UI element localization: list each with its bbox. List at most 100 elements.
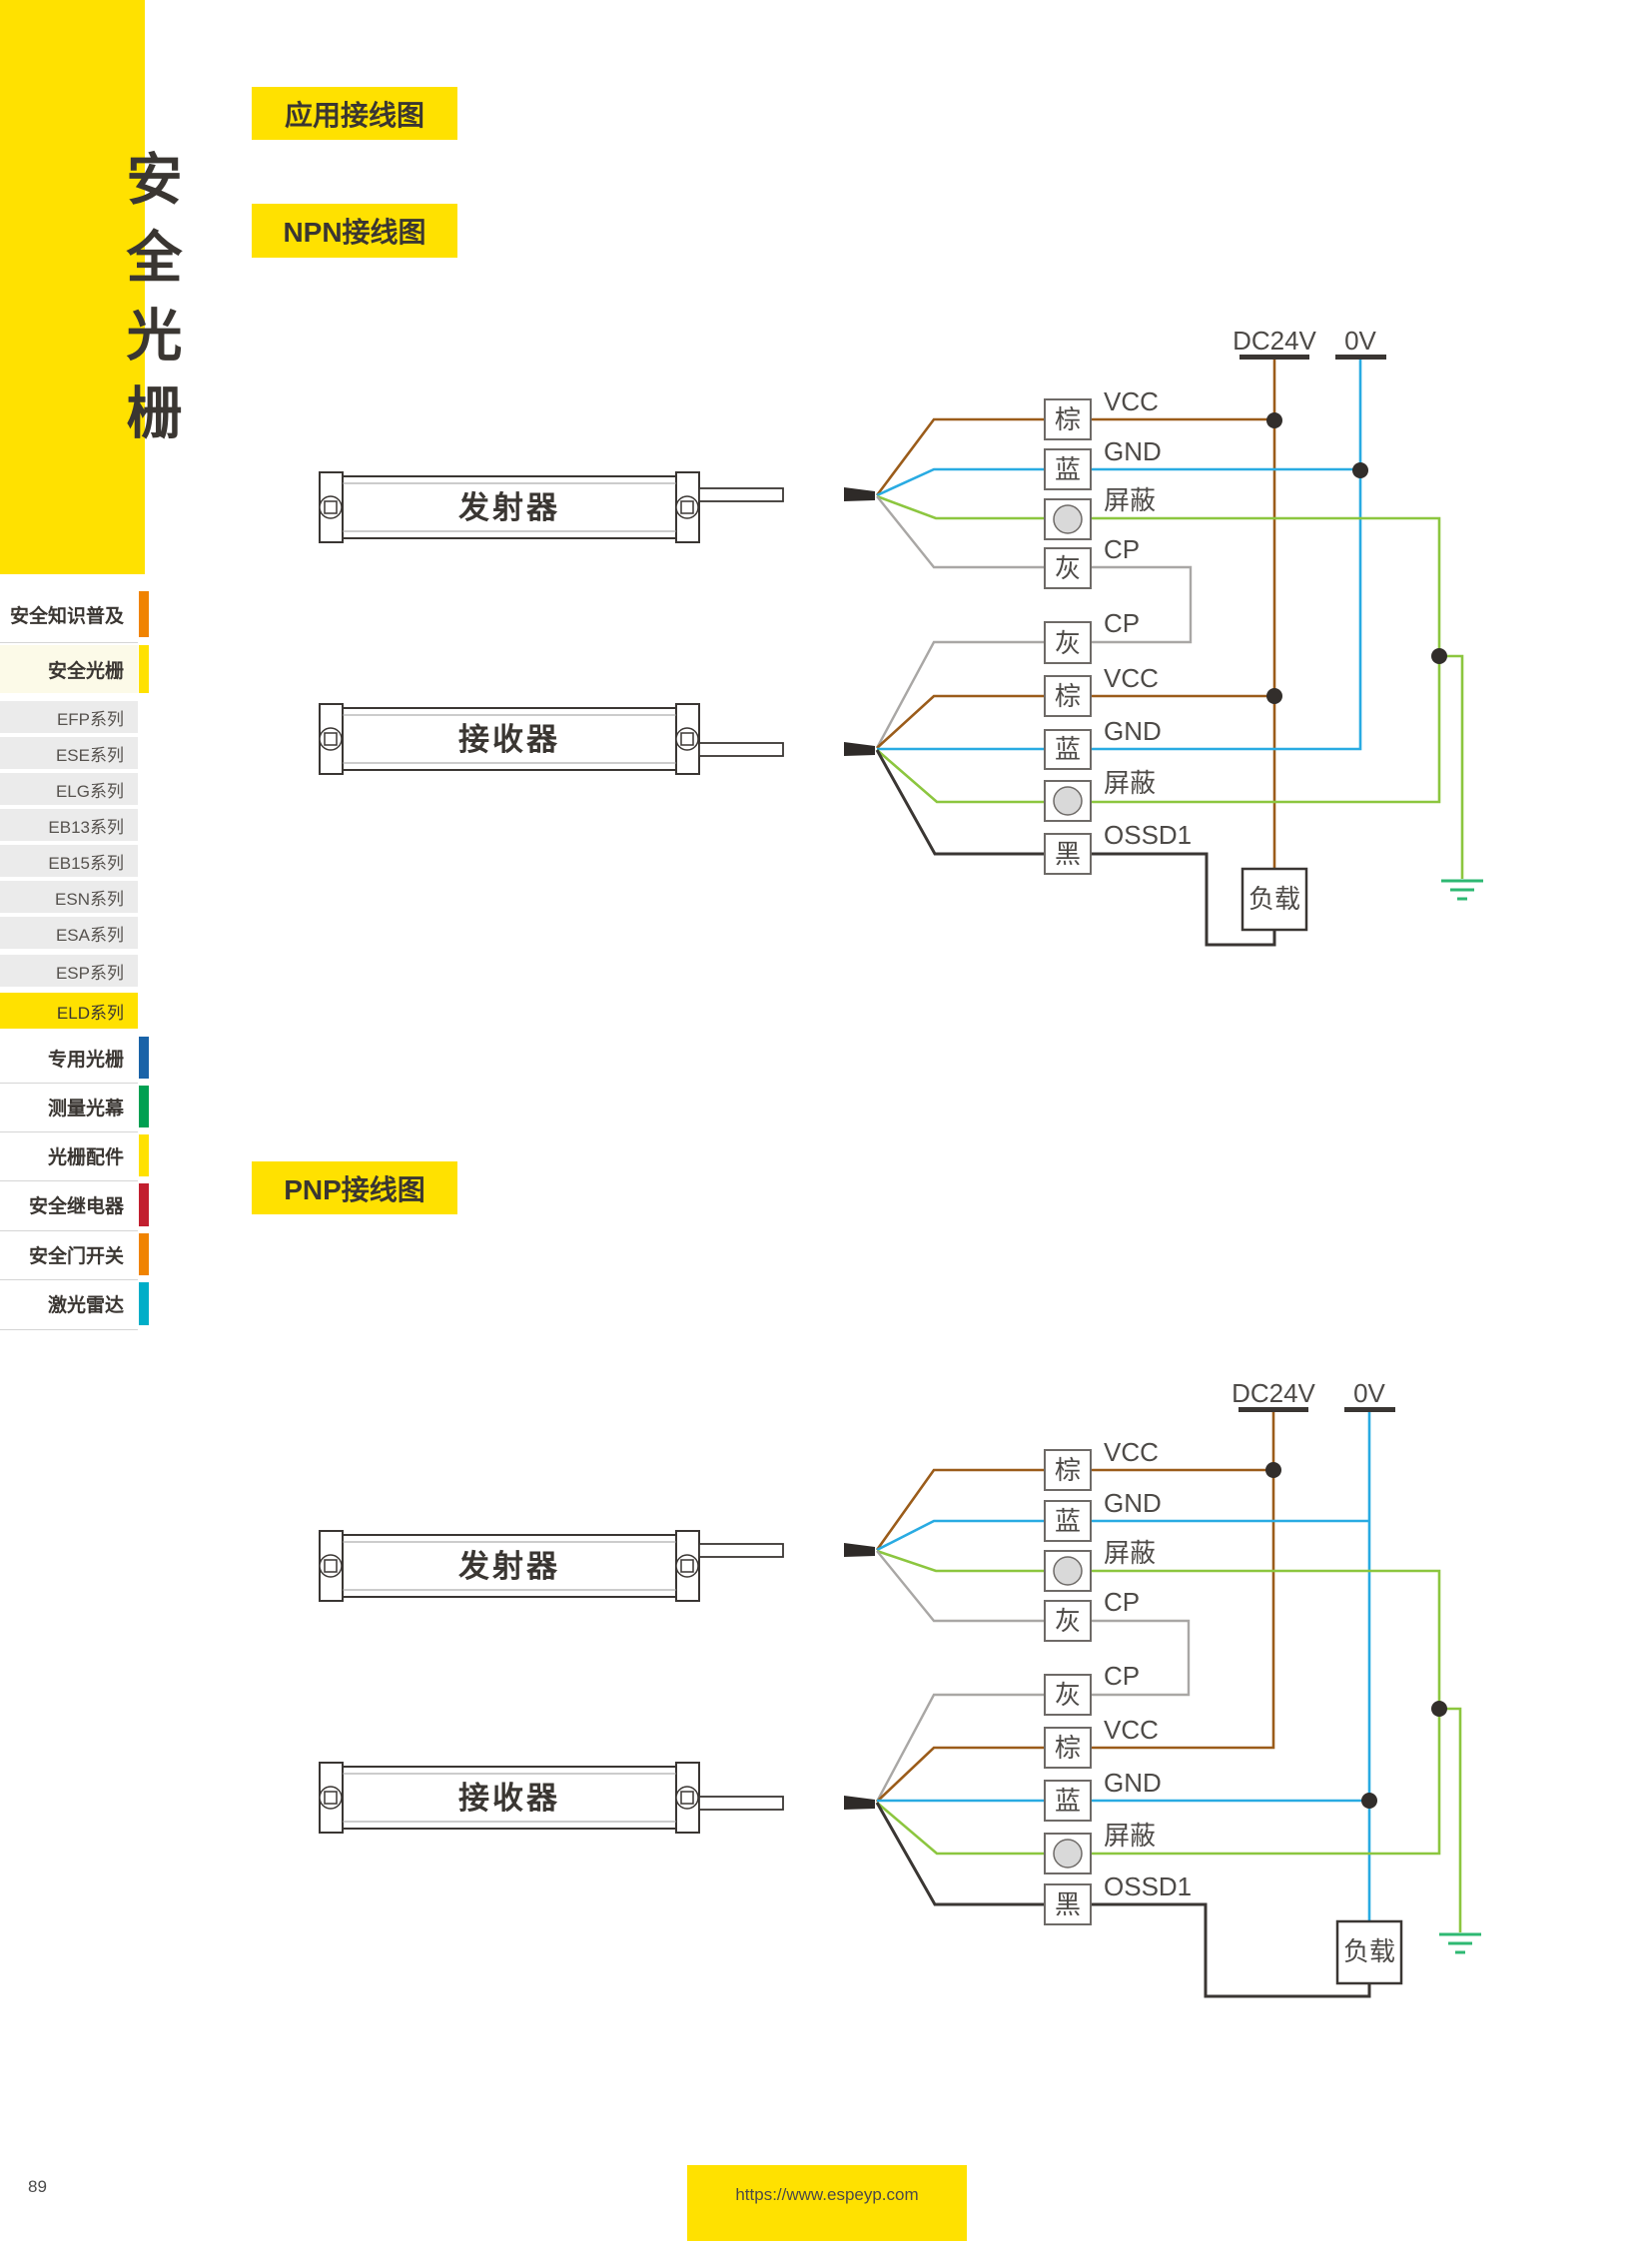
sidebar-item-esa[interactable]: ESA系列 — [0, 917, 138, 949]
npn-transmitter-device: 发射器 — [319, 471, 875, 543]
pnp-receiver-device: 接收器 — [319, 1762, 875, 1834]
pnp-rx-black-box — [1044, 1883, 1092, 1925]
npn-diagram: DC24V 0V 发射器 — [319, 326, 1483, 947]
cable-connector-icon — [844, 742, 875, 756]
pnp-load-label: 负载 — [1343, 1936, 1395, 1966]
npn-rx-blue-box — [1044, 729, 1092, 770]
npn-rx-shield-wire — [876, 749, 1045, 804]
npn-tx-gnd-wire — [876, 467, 1360, 497]
sidebar-divider — [0, 1230, 138, 1231]
npn-rx-blue-box-label: 蓝 — [1055, 734, 1081, 764]
npn-tx-gray-box — [1044, 547, 1092, 589]
junction-dot — [1265, 1462, 1281, 1478]
npn-ossd1-wire — [875, 749, 1276, 947]
npn-0v-rail — [1091, 360, 1362, 751]
sidebar-item-label: 专用光栅 — [47, 1049, 124, 1071]
junction-dot — [1266, 412, 1282, 428]
npn-rx-ossd1-label: OSSD1 — [1104, 820, 1192, 850]
npn-tx-blue-box-label: 蓝 — [1055, 454, 1081, 484]
sidebar-item-esp[interactable]: ESP系列 — [0, 955, 138, 987]
sidebar-brand-block: 安全光栅 — [0, 0, 182, 574]
cable-stub — [698, 742, 784, 757]
npn-rx-brown-box-label: 棕 — [1055, 681, 1081, 711]
accent-bar-green — [139, 1086, 149, 1127]
pnp-tx-cp-label: CP — [1104, 1587, 1140, 1617]
sidebar-item-laser-radar[interactable]: 激光雷达 — [0, 1282, 138, 1325]
heading-label: 应用接线图 — [284, 99, 424, 131]
sidebar-item-safety-relay[interactable]: 安全继电器 — [0, 1183, 138, 1226]
sidebar-divider — [0, 642, 138, 643]
npn-tx-vcc-wire — [875, 417, 1274, 496]
heading-application-wiring: 应用接线图 — [252, 87, 457, 140]
npn-rx-gray-box-label: 灰 — [1055, 628, 1081, 658]
page-number: 89 — [28, 2177, 47, 2196]
junction-dot — [1431, 648, 1447, 664]
npn-rx-brown-box — [1044, 675, 1092, 717]
npn-rx-shield-label: 屏蔽 — [1104, 768, 1156, 798]
npn-dc24v-terminal-bar — [1239, 355, 1309, 360]
sidebar-item-label: 光栅配件 — [47, 1146, 124, 1168]
junction-dot — [1431, 1701, 1447, 1717]
sidebar-divider — [0, 1083, 138, 1084]
npn-shield-ground-branch — [1439, 654, 1464, 879]
sidebar-item-safety-door-switch[interactable]: 安全门开关 — [0, 1233, 138, 1275]
npn-tx-brown-box-label: 棕 — [1055, 404, 1081, 434]
heading-label: NPN接线图 — [283, 217, 426, 248]
sidebar-item-curtain-accessories[interactable]: 光栅配件 — [0, 1134, 138, 1176]
pnp-rx-gray-box-label: 灰 — [1055, 1680, 1081, 1710]
sidebar-vertical-title: 安全光栅 — [119, 150, 182, 461]
footer-url: https://www.espeyp.com — [735, 2185, 919, 2204]
npn-rx-black-box-label: 黑 — [1055, 839, 1081, 869]
cable-stub — [698, 487, 784, 502]
sidebar-item-eb13[interactable]: EB13系列 — [0, 809, 138, 841]
sidebar-item-ese[interactable]: ESE系列 — [0, 737, 138, 769]
sidebar-item-label: EB13系列 — [48, 817, 124, 837]
npn-tx-shield-label: 屏蔽 — [1104, 485, 1156, 515]
sidebar-item-label: 安全门开关 — [28, 1245, 124, 1267]
ground-symbol-icon — [1441, 879, 1483, 901]
sidebar-item-label: ELD系列 — [56, 1003, 124, 1023]
npn-rx-gray-box — [1044, 621, 1092, 664]
sidebar-item-label: ESE系列 — [55, 745, 124, 765]
cable-connector-icon — [844, 1796, 875, 1810]
npn-dc24v-label: DC24V — [1233, 326, 1316, 356]
npn-cp-wire — [876, 495, 1193, 644]
heading-pnp-wiring: PNP接线图 — [252, 1161, 457, 1214]
pnp-rx-brown-box — [1044, 1727, 1092, 1769]
pnp-tx-vcc-wire — [875, 1468, 1273, 1551]
sidebar-item-measuring-curtain[interactable]: 测量光幕 — [0, 1086, 138, 1127]
pnp-rx-blue-box-label: 蓝 — [1055, 1786, 1081, 1816]
npn-rx-vcc-label: VCC — [1104, 663, 1159, 693]
shield-circle-icon — [1053, 1556, 1083, 1586]
npn-tx-cp-label: CP — [1104, 534, 1140, 564]
sidebar-item-eb15[interactable]: EB15系列 — [0, 845, 138, 877]
sidebar-item-safety-light-curtain[interactable]: 安全光栅 — [0, 645, 138, 693]
accent-bar-blue — [139, 1037, 149, 1079]
sidebar-divider — [0, 1279, 138, 1280]
pnp-rx-vcc-wire — [876, 1746, 1045, 1803]
pnp-receiver-label: 接收器 — [458, 1781, 560, 1816]
sidebar-item-safety-knowledge[interactable]: 安全知识普及 — [0, 591, 138, 637]
cable-stub — [698, 1543, 784, 1558]
sidebar-item-eld-active[interactable]: ELD系列 — [0, 993, 138, 1029]
pnp-tx-brown-box — [1044, 1449, 1092, 1491]
npn-rx-gnd-label: GND — [1104, 716, 1162, 746]
pnp-rx-blue-box — [1044, 1780, 1092, 1822]
pnp-tx-gnd-wire — [876, 1519, 1369, 1552]
pnp-rx-cp-wire — [875, 1693, 1045, 1803]
footer-url-box[interactable]: https://www.espeyp.com — [687, 2165, 967, 2241]
pnp-rx-black-box-label: 黑 — [1055, 1889, 1081, 1919]
accent-bar-orange — [139, 1233, 149, 1275]
sidebar-item-esn[interactable]: ESN系列 — [0, 881, 138, 913]
sidebar-item-elg[interactable]: ELG系列 — [0, 773, 138, 805]
pnp-tx-shield-label: 屏蔽 — [1104, 1538, 1156, 1568]
sidebar-item-efp[interactable]: EFP系列 — [0, 701, 138, 733]
npn-tx-brown-box — [1044, 398, 1092, 440]
sidebar-item-special-curtain[interactable]: 专用光栅 — [0, 1037, 138, 1079]
pnp-shield-ground-branch — [1439, 1707, 1462, 1932]
pnp-rx-vcc-label: VCC — [1104, 1715, 1159, 1745]
npn-rx-cp-wire — [875, 640, 1045, 749]
accent-bar-yellow — [139, 645, 149, 693]
pnp-rx-cp-label: CP — [1104, 1661, 1140, 1691]
